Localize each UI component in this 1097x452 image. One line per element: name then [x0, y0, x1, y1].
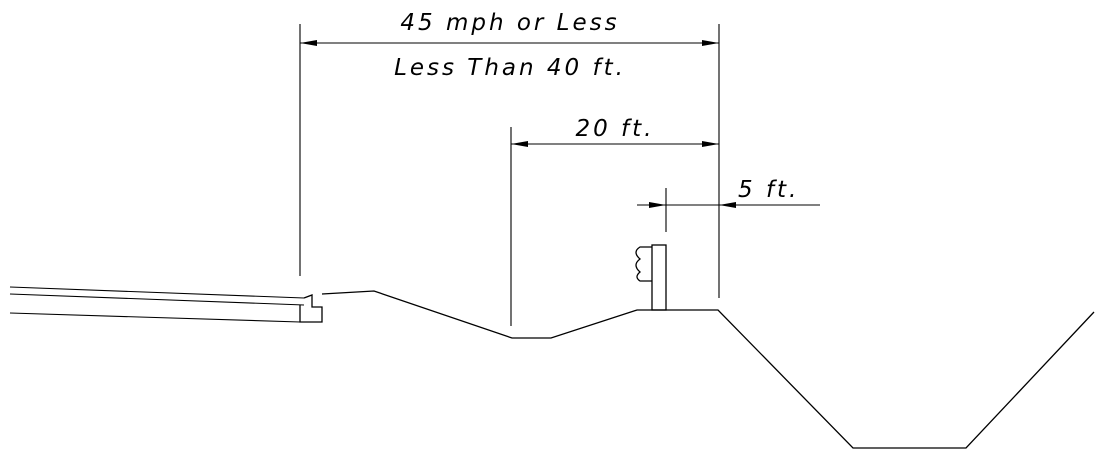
barrier-offset-dimension: [637, 202, 820, 208]
barrier-offset-label: 5 ft.: [738, 177, 799, 203]
overall-speed-label: 45 mph or Less: [400, 10, 619, 36]
middle-dimension: [511, 141, 719, 147]
middle-dimension-label: 20 ft.: [575, 116, 654, 142]
pavement: [9, 286, 305, 323]
ground-profile: [321, 290, 1095, 449]
overall-distance-label: Less Than 40 ft.: [394, 55, 626, 81]
extension-lines: [299, 24, 720, 326]
guardrail: [635, 244, 667, 311]
curb: [299, 294, 323, 323]
overall-dimension: [300, 40, 719, 46]
